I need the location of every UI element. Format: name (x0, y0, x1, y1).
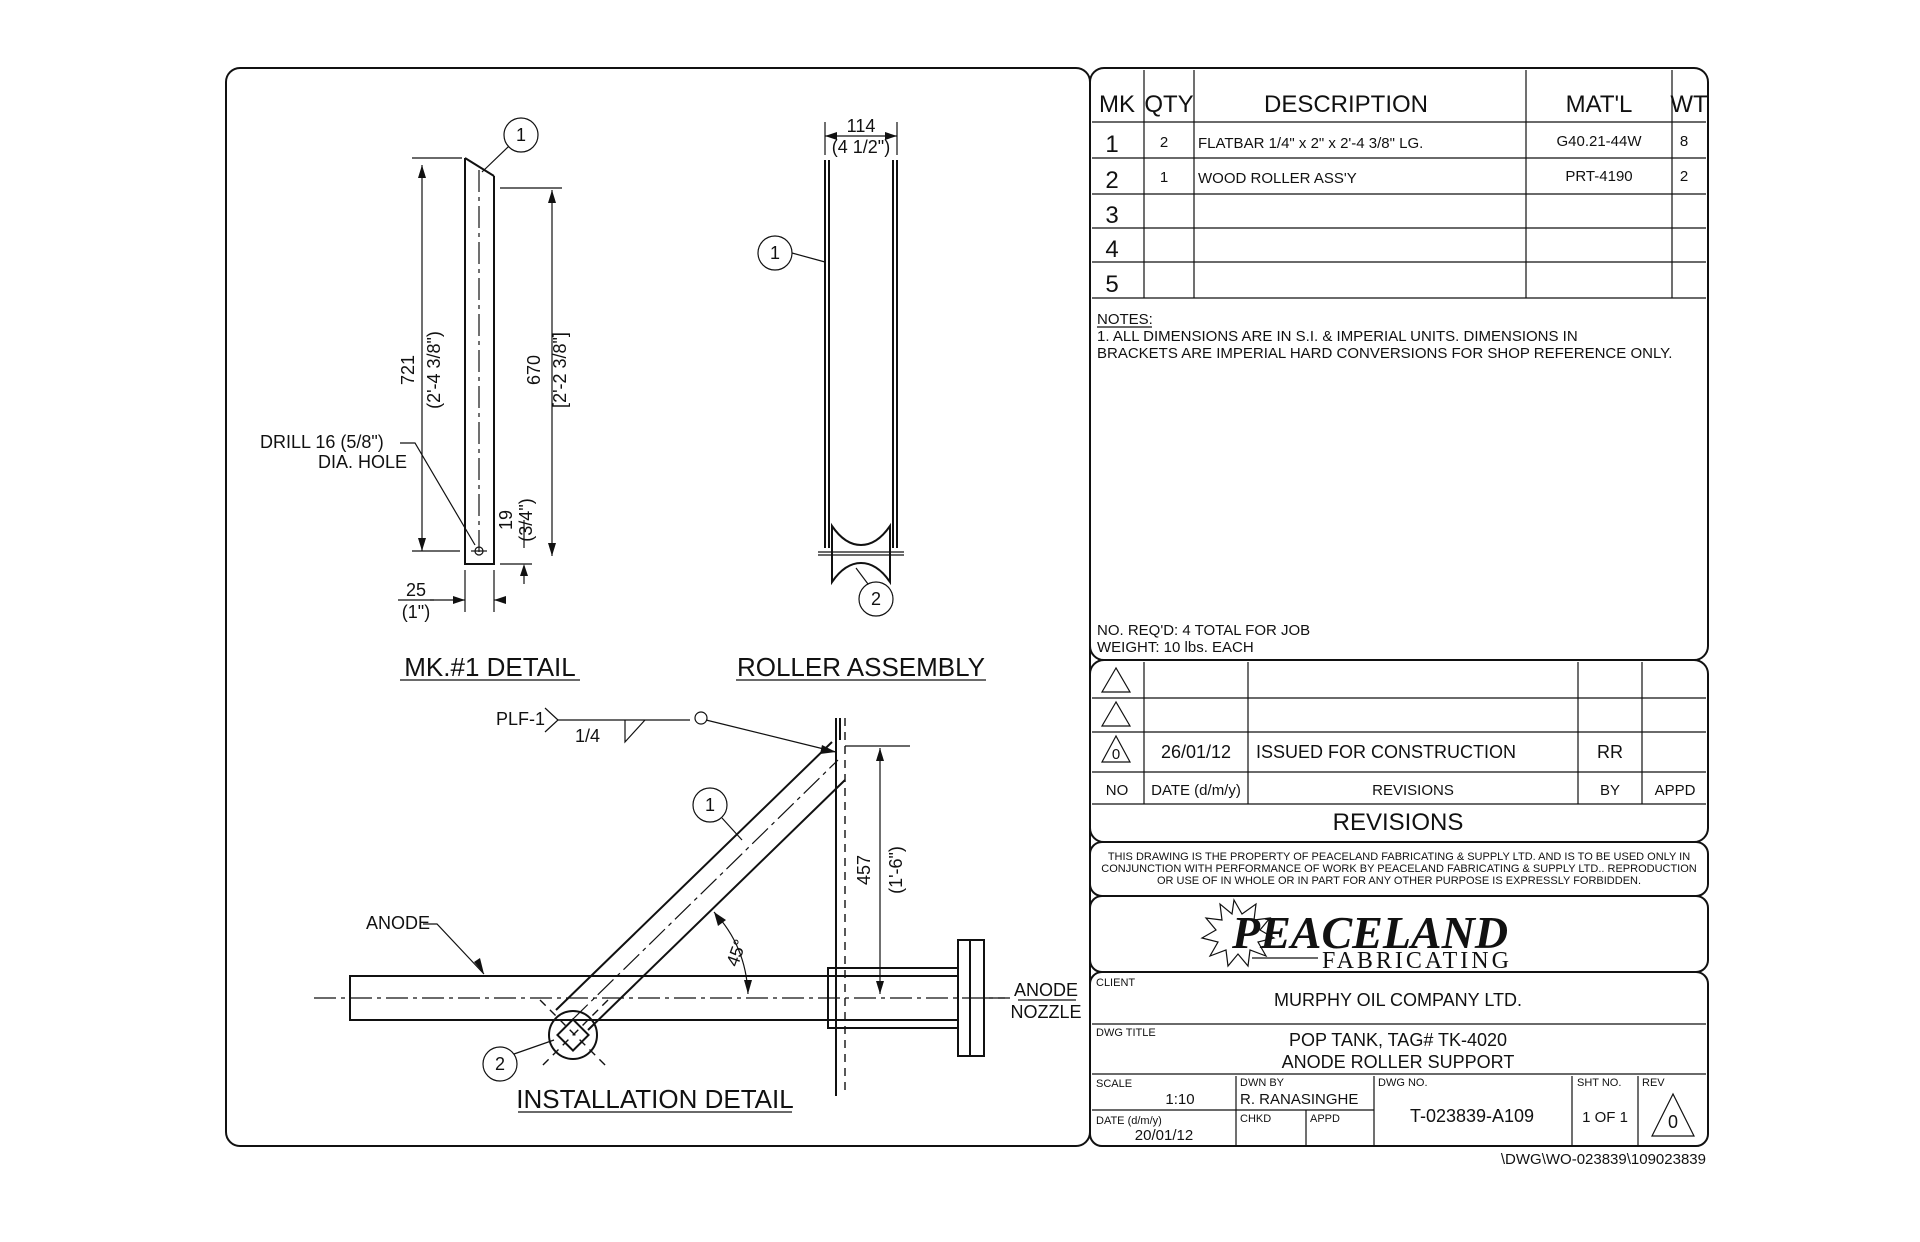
file-path: \DWG\WO-023839\109023839 (1501, 1151, 1706, 1168)
dwn-value: R. RANASINGHE (1240, 1091, 1358, 1108)
date-label: DATE (d/m/y) (1096, 1115, 1162, 1127)
install-bubble-2: 2 (495, 1054, 505, 1074)
mk1-detail: 721 (2'-4 3/8") 670 [2'-2 3/8"] 19 (3/4"… (260, 117, 580, 682)
roller-assembly: 114 (4 1/2") 1 2 ROLLER ASSEMBLY (736, 116, 986, 682)
chkd-label: CHKD (1240, 1113, 1271, 1125)
anode-label: ANODE (366, 913, 430, 933)
notes-title: NOTES: (1097, 311, 1153, 328)
dim-721-imp: (2'-4 3/8") (424, 331, 444, 409)
dim-114-imp: (4 1/2") (832, 137, 890, 157)
rev-head-rev: REVISIONS (1372, 782, 1454, 799)
mk1-bubble-1: 1 (516, 125, 526, 145)
dwg-title-label: DWG TITLE (1096, 1027, 1156, 1039)
sht-label: SHT NO. (1577, 1077, 1621, 1089)
dwgno-value: T-023839-A109 (1410, 1106, 1534, 1126)
client-name: MURPHY OIL COMPANY LTD. (1274, 990, 1522, 1010)
dwg-title-1: POP TANK, TAG# TK-4020 (1289, 1030, 1507, 1050)
revisions-table: 0 26/01/12 ISSUED FOR CONSTRUCTION RR NO… (1089, 659, 1709, 843)
weld-ref: PLF-1 (496, 709, 545, 729)
bom-head-mk: MK (1099, 91, 1135, 118)
dim-19-imp: (3/4") (516, 498, 536, 541)
bom-mat: PRT-4190 (1565, 168, 1632, 185)
weld-size: 1/4 (575, 726, 600, 746)
roller-bubble-2: 2 (871, 589, 881, 609)
bom-head-qty: QTY (1144, 91, 1193, 118)
dwn-label: DWN BY (1240, 1077, 1285, 1089)
install-bubble-1: 1 (705, 795, 715, 815)
rev-head-by: BY (1600, 782, 1620, 799)
notes-req: NO. REQ'D: 4 TOTAL FOR JOB (1097, 622, 1310, 639)
bom-mk: 3 (1105, 202, 1118, 229)
rev-date: 26/01/12 (1161, 742, 1231, 762)
bom-qty: 1 (1160, 169, 1168, 186)
installation-detail: PLF-1 1/4 457 (1'-6") (314, 707, 1082, 1114)
starburst-icon (1200, 898, 1276, 968)
logo-name: PEACELAND (1231, 907, 1508, 958)
bom-qty: 2 (1160, 134, 1168, 151)
rev-head-date: DATE (d/m/y) (1151, 782, 1241, 799)
roller-title: ROLLER ASSEMBLY (737, 652, 985, 682)
dwg-title-2: ANODE ROLLER SUPPORT (1282, 1052, 1515, 1072)
dim-19: 19 (496, 510, 516, 530)
dim-721: 721 (398, 355, 418, 385)
disclaimer-box: THIS DRAWING IS THE PROPERTY OF PEACELAN… (1089, 841, 1709, 897)
scale-value: 1:10 (1165, 1091, 1194, 1108)
bom-mk: 2 (1105, 167, 1118, 194)
drill-label-2: DIA. HOLE (318, 452, 407, 472)
bom-mk: 4 (1105, 236, 1118, 263)
rev-desc: ISSUED FOR CONSTRUCTION (1256, 742, 1516, 762)
dim-457: 457 (854, 855, 874, 885)
dim-457-imp: (1'-6") (886, 846, 906, 894)
title-block: CLIENT MURPHY OIL COMPANY LTD. DWG TITLE… (1089, 971, 1709, 1168)
notes-weight: WEIGHT: 10 lbs. EACH (1097, 639, 1254, 656)
rev-label: REV (1642, 1077, 1665, 1089)
bom-wt: 8 (1680, 133, 1688, 150)
bom-desc: WOOD ROLLER ASS'Y (1198, 170, 1357, 187)
company-logo: PEACELAND FABRICATING (1089, 895, 1709, 974)
bom-mat: G40.21-44W (1556, 133, 1642, 150)
dim-25: 25 (406, 580, 426, 600)
mk1-title: MK.#1 DETAIL (404, 652, 575, 682)
revisions-title: REVISIONS (1333, 809, 1464, 836)
disclaimer-line-2: CONJUNCTION WITH PERFORMANCE OF WORK BY … (1101, 863, 1697, 875)
notes-line-2: BRACKETS ARE IMPERIAL HARD CONVERSIONS F… (1097, 345, 1672, 362)
install-title: INSTALLATION DETAIL (516, 1084, 793, 1114)
rev-head-appd: APPD (1655, 782, 1696, 799)
bom-mk: 5 (1105, 271, 1118, 298)
sht-value: 1 OF 1 (1582, 1109, 1628, 1126)
dim-114: 114 (847, 116, 876, 136)
rev-head-no: NO (1106, 782, 1129, 799)
dim-670-imp: [2'-2 3/8"] (550, 332, 570, 408)
disclaimer-line-1: THIS DRAWING IS THE PROPERTY OF PEACELAN… (1108, 851, 1690, 863)
disclaimer-line-3: OR USE OF IN WHOLE OR IN PART FOR ANY OT… (1157, 875, 1641, 887)
nozzle-label-2: NOZZLE (1010, 1002, 1081, 1022)
drill-label-1: DRILL 16 (5/8") (260, 432, 384, 452)
roller-bubble-1: 1 (770, 243, 780, 263)
drawing-border (225, 67, 1091, 1147)
nozzle-label-1: ANODE (1014, 980, 1078, 1000)
bom-desc: FLATBAR 1/4" x 2" x 2'-4 3/8" LG. (1198, 135, 1423, 152)
rev-value: 0 (1668, 1112, 1678, 1132)
notes-line-1: 1. ALL DIMENSIONS ARE IN S.I. & IMPERIAL… (1097, 328, 1578, 345)
rev-no: 0 (1112, 746, 1120, 763)
dim-25-imp: (1") (402, 602, 430, 622)
dim-670: 670 (524, 355, 544, 385)
scale-label: SCALE (1096, 1078, 1132, 1090)
bom-mk: 1 (1105, 131, 1118, 158)
date-value: 20/01/12 (1135, 1127, 1193, 1144)
rev-by: RR (1597, 742, 1623, 762)
angle-45: 45° (722, 937, 750, 969)
logo-sub: FABRICATING (1322, 948, 1512, 974)
bom-head-desc: DESCRIPTION (1264, 91, 1428, 118)
bom-head-wt: WT (1670, 91, 1708, 118)
bom-head-mat: MAT'L (1566, 91, 1633, 118)
appd-label: APPD (1310, 1113, 1340, 1125)
dwgno-label: DWG NO. (1378, 1077, 1428, 1089)
bom-wt: 2 (1680, 168, 1688, 185)
bom-table: MK QTY DESCRIPTION MAT'L WT 1 2 FLATBAR … (1089, 67, 1709, 661)
client-label: CLIENT (1096, 977, 1135, 989)
